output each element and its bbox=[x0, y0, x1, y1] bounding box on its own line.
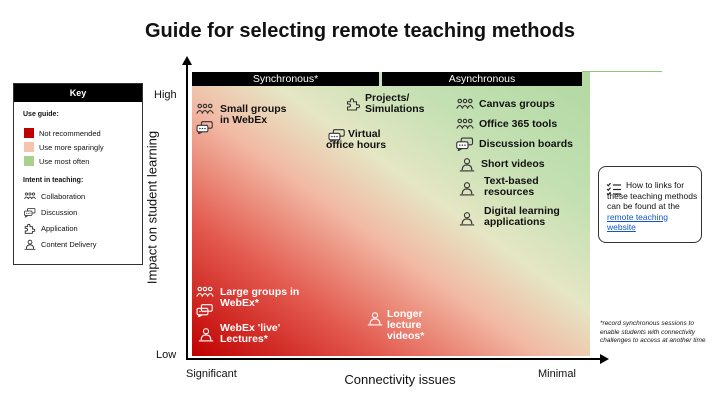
short-videos-label: Short videos bbox=[481, 157, 545, 170]
x-axis bbox=[186, 358, 601, 360]
discussion-icon bbox=[24, 206, 36, 218]
canvas-groups-item: Canvas groups bbox=[456, 96, 555, 112]
webex-live-icon-wrap bbox=[197, 326, 215, 347]
content-delivery-icon bbox=[366, 310, 384, 326]
checklist-icon bbox=[606, 182, 622, 201]
content-delivery-icon bbox=[458, 210, 476, 226]
projects-item: Projects/ Simulations bbox=[344, 92, 425, 115]
small-groups-label: Small groups in WebEx bbox=[220, 103, 287, 126]
content-delivery-icon bbox=[458, 156, 476, 172]
key-label: Not recommended bbox=[39, 128, 101, 138]
key-label: Use more sparingly bbox=[39, 142, 104, 152]
text-resources-label: Text-based resources bbox=[484, 175, 539, 198]
virtual-office-label: Virtual office hours bbox=[326, 128, 387, 151]
digital-apps-icon-wrap bbox=[458, 210, 476, 231]
key-panel: Key Use guide: Not recommended Use more … bbox=[13, 83, 143, 265]
canvas-groups-label: Canvas groups bbox=[479, 97, 555, 110]
key-item-not-recommended: Not recommended bbox=[24, 127, 101, 139]
key-item-discussion: Discussion bbox=[24, 206, 77, 218]
y-axis-arrow-icon bbox=[182, 56, 192, 65]
x-left-label: Significant bbox=[186, 368, 237, 380]
short-videos-item: Short videos bbox=[458, 156, 545, 172]
x-right-label: Minimal bbox=[538, 368, 576, 380]
content-delivery-icon bbox=[24, 238, 36, 250]
key-item-collaboration: Collaboration bbox=[24, 190, 85, 202]
x-axis-arrow-icon bbox=[600, 354, 609, 364]
info-body: How to links for these teaching methods … bbox=[607, 180, 698, 211]
key-title: Key bbox=[14, 84, 142, 102]
key-label: Discussion bbox=[41, 207, 78, 217]
synchronous-band: Synchronous* bbox=[192, 72, 379, 86]
office365-label: Office 365 tools bbox=[479, 117, 558, 130]
y-axis bbox=[186, 62, 188, 359]
discussion-icon bbox=[196, 302, 214, 318]
key-label: Application bbox=[41, 223, 78, 233]
application-icon bbox=[344, 96, 362, 112]
footnote: *record synchronous sessions to enable s… bbox=[600, 320, 706, 344]
intent-heading: Intent in teaching: bbox=[23, 177, 84, 184]
sparingly-swatch bbox=[24, 142, 34, 152]
key-item-content-delivery: Content Delivery bbox=[24, 238, 96, 250]
discussion-icon bbox=[456, 136, 474, 152]
key-label: Collaboration bbox=[41, 191, 86, 201]
digital-apps-label: Digital learning applications bbox=[484, 205, 560, 228]
application-icon bbox=[24, 222, 36, 234]
gradient-plot-area bbox=[192, 72, 590, 356]
most-often-swatch bbox=[24, 156, 34, 166]
not-recommended-swatch bbox=[24, 128, 34, 138]
y-high-label: High bbox=[154, 89, 177, 101]
collaboration-icon bbox=[196, 101, 214, 117]
key-item-sparingly: Use more sparingly bbox=[24, 141, 104, 153]
key-label: Content Delivery bbox=[41, 239, 97, 249]
info-text: How to links for these teaching methods … bbox=[607, 180, 699, 233]
page-title: Guide for selecting remote teaching meth… bbox=[144, 20, 576, 42]
use-guide-heading: Use guide: bbox=[23, 111, 59, 118]
collaboration-icon bbox=[24, 190, 36, 202]
y-axis-title: Impact on student learning bbox=[144, 130, 160, 285]
info-box: How to links for these teaching methods … bbox=[598, 166, 702, 243]
collaboration-icon bbox=[196, 284, 214, 300]
office365-item: Office 365 tools bbox=[456, 116, 557, 132]
content-delivery-icon bbox=[458, 180, 476, 196]
longer-videos-label: Longer lecture videos* bbox=[387, 308, 425, 342]
longer-videos-icon-wrap bbox=[366, 310, 384, 331]
projects-label: Projects/ Simulations bbox=[365, 92, 425, 115]
remote-teaching-website-link[interactable]: remote teaching website bbox=[607, 211, 668, 233]
discussion-icon bbox=[196, 119, 214, 135]
key-label: Use most often bbox=[39, 156, 90, 166]
key-item-most-often: Use most often bbox=[24, 155, 89, 167]
collaboration-icon bbox=[456, 116, 474, 132]
text-resources-icon-wrap bbox=[458, 180, 476, 201]
discussion-boards-label: Discussion boards bbox=[479, 137, 573, 150]
webex-live-label: WebEx 'live' Lectures* bbox=[220, 322, 281, 345]
content-delivery-icon bbox=[197, 326, 215, 342]
large-groups-label: Large groups in WebEx* bbox=[220, 286, 300, 309]
large-groups-icons bbox=[196, 284, 214, 318]
small-groups-item bbox=[196, 101, 214, 135]
key-item-application: Application bbox=[24, 222, 78, 234]
asynchronous-band: Asynchronous bbox=[382, 72, 582, 86]
collaboration-icon bbox=[456, 96, 474, 112]
y-low-label: Low bbox=[156, 349, 177, 361]
band-underline bbox=[582, 71, 662, 72]
x-axis-title: Connectivity issues bbox=[344, 372, 456, 387]
discussion-boards-item: Discussion boards bbox=[456, 136, 573, 152]
